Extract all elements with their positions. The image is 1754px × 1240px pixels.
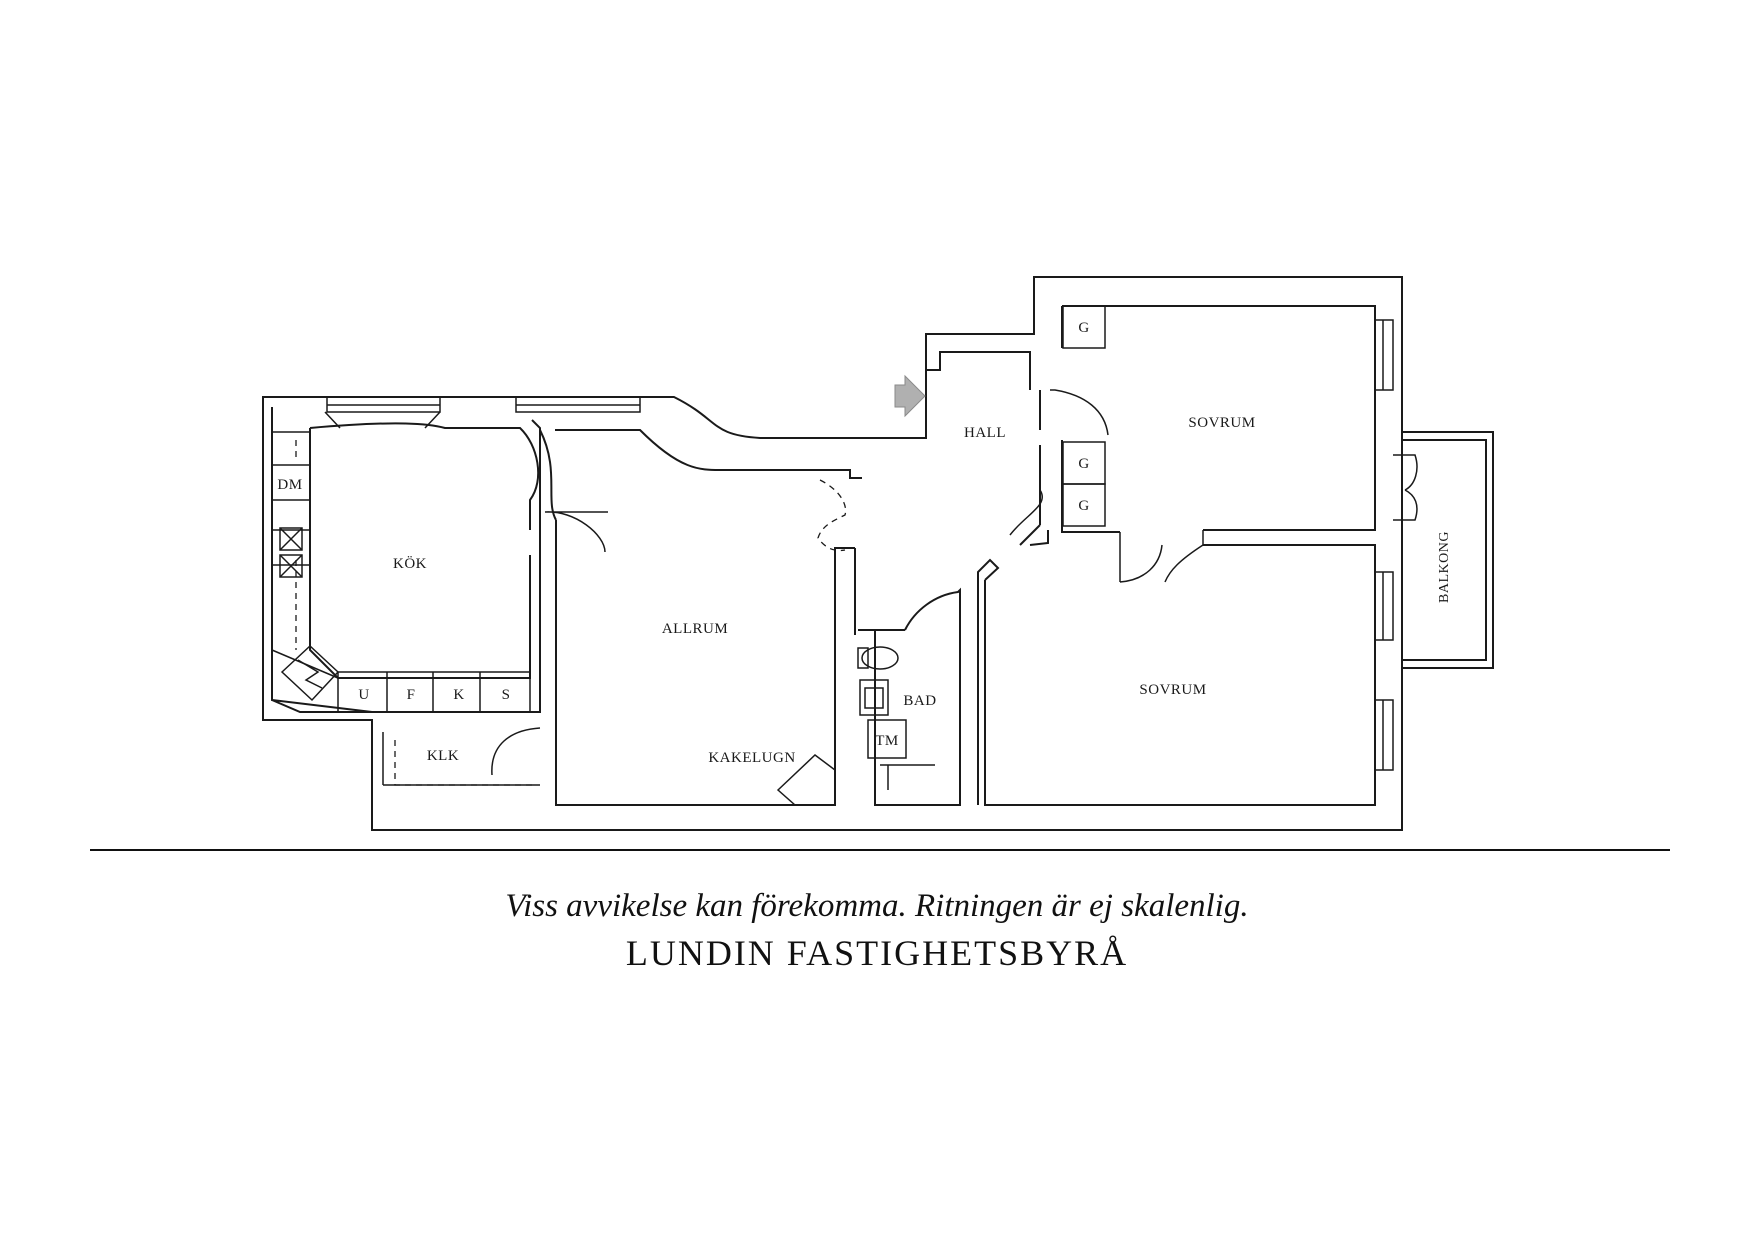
balcony-door <box>1393 454 1418 521</box>
label-f: F <box>407 687 416 703</box>
kitchen-corner-counter <box>280 644 340 702</box>
sink <box>279 554 303 578</box>
hall-walls <box>925 351 1049 546</box>
washing-machine <box>867 719 907 759</box>
company-name: LUNDIN FASTIGHETSBYRÅ <box>625 933 1129 973</box>
label-kakelugn: KAKELUGN <box>708 750 795 766</box>
shower-rail <box>880 764 935 790</box>
label-s: S <box>502 687 511 703</box>
toilet-tank <box>857 647 869 669</box>
label-sovrum-top: SOVRUM <box>1188 415 1255 431</box>
closet-klk <box>382 727 541 786</box>
hall-door-west <box>1009 489 1043 536</box>
tiled-stove <box>776 754 836 806</box>
hall-door-top <box>1050 389 1109 436</box>
kitchen-counter-west <box>271 431 339 679</box>
label-u: U <box>358 687 369 703</box>
living-room-walls <box>539 429 862 806</box>
disclaimer-text: Viss avvikelse kan förekomma. Ritningen … <box>505 888 1249 924</box>
label-g1: G <box>1078 320 1089 336</box>
label-klk: KLK <box>427 748 459 764</box>
label-hall: HALL <box>964 425 1006 441</box>
bedroom-bottom-walls <box>977 544 1376 806</box>
living-window-1 <box>515 397 641 413</box>
label-dm: DM <box>277 477 302 493</box>
kitchen-walls <box>309 422 540 679</box>
living-double-door <box>817 479 847 552</box>
label-k: K <box>453 687 464 703</box>
kitchen-window <box>324 397 441 429</box>
label-sovrum-bottom: SOVRUM <box>1139 682 1206 698</box>
kitchen-counter-bottom <box>337 671 531 712</box>
label-balkong: BALKONG <box>1437 531 1452 603</box>
label-allrum: ALLRUM <box>662 621 728 637</box>
label-kok: KÖK <box>393 555 427 572</box>
outer-wall <box>262 276 1403 831</box>
stove <box>279 527 303 551</box>
east-windows <box>1375 319 1394 771</box>
toilet <box>861 646 899 670</box>
label-g2: G <box>1078 456 1089 472</box>
footer-divider <box>90 849 1670 851</box>
label-bad: BAD <box>903 693 936 709</box>
label-g3: G <box>1078 498 1089 514</box>
label-tm: TM <box>875 733 899 749</box>
balcony <box>1402 431 1494 669</box>
bathroom-walls <box>854 548 961 806</box>
bedroom-top-walls <box>1061 305 1376 533</box>
entrance-arrow <box>894 374 926 418</box>
bath-sink <box>859 679 889 716</box>
bedroom-double-door <box>1119 530 1204 583</box>
